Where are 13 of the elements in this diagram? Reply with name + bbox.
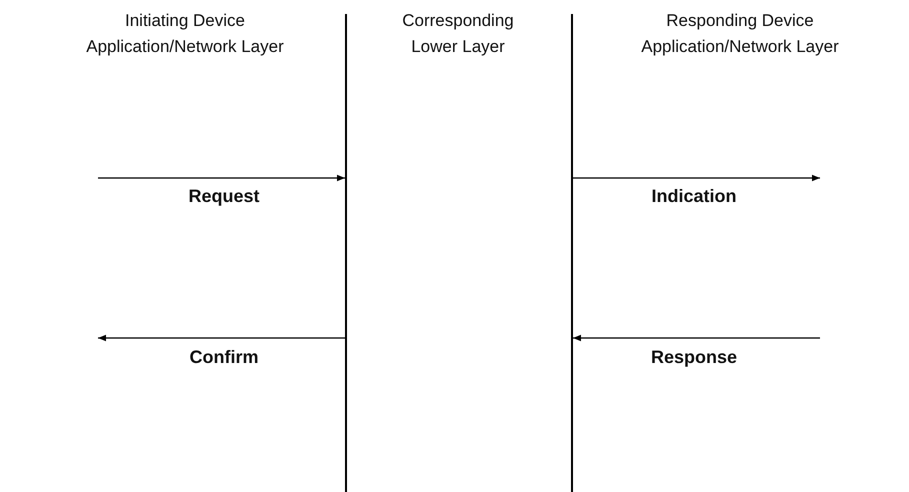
column-heading: Corresponding Lower Layer [401,10,515,58]
arrow [98,174,345,182]
arrow [98,334,345,342]
edge-label: Response [650,347,738,368]
edge-label: Request [188,186,260,207]
column-heading: Responding Device Application/Network Layer [640,10,840,58]
edge-label: Confirm [190,347,258,368]
arrow [573,334,820,342]
lifeline [571,14,573,492]
column-heading: Initiating Device Application/Network Layer [85,10,285,58]
lifeline [345,14,347,492]
edge-label: Indication [652,186,736,207]
arrow [573,174,820,182]
